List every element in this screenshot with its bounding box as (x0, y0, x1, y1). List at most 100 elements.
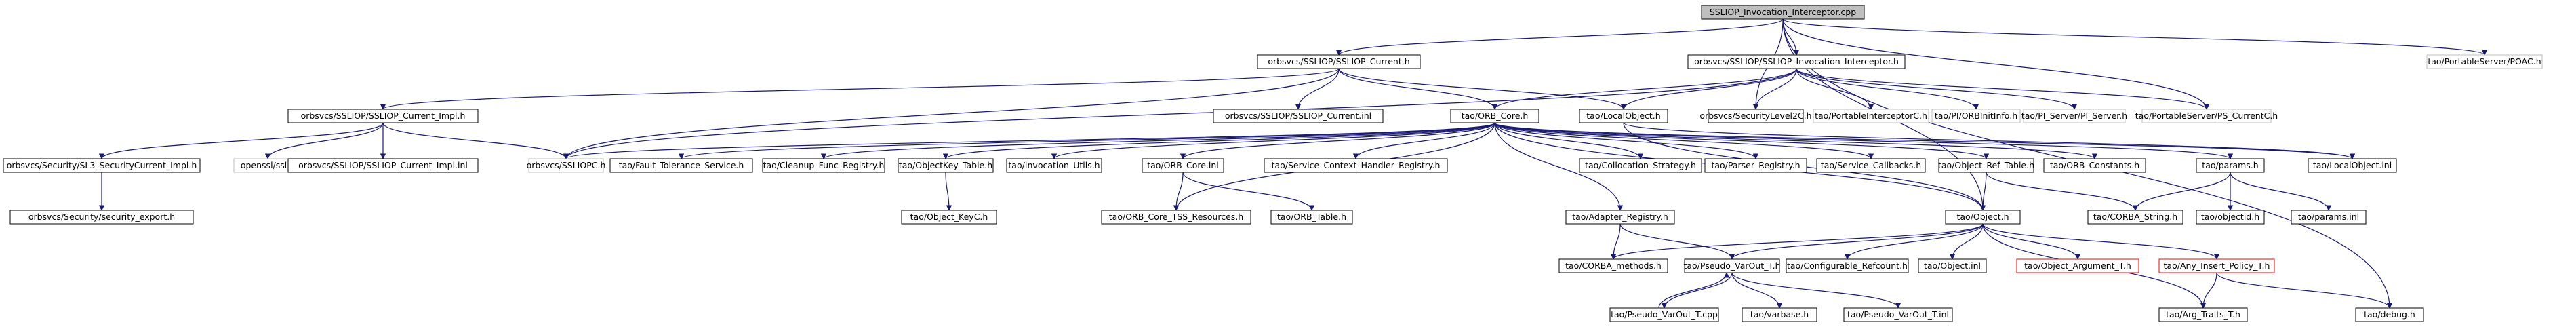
edge-cur_h-to-localobj (1338, 68, 1627, 110)
edge-cimpl_h-to-openssl (264, 122, 384, 159)
node-anyins[interactable]: tao/Any_Insert_Policy_T.h (2158, 258, 2275, 273)
node-cimpl_h[interactable]: orbsvcs/SSLIOP/SSLIOP_Current_Impl.h (287, 109, 479, 123)
node-objref[interactable]: tao/Object_Ref_Table.h (1938, 158, 2034, 173)
node-objarg[interactable]: tao/Object_Argument_T.h (2016, 258, 2139, 273)
edge-orb_core-to-orbconst (1494, 122, 2097, 159)
node-box (528, 158, 604, 173)
node-tss[interactable]: tao/ORB_Core_TSS_Resources.h (1101, 210, 1251, 225)
node-label: tao/Pseudo_VarOut_T.cpp (1611, 309, 1718, 320)
node-params_h[interactable]: tao/params.h (2196, 158, 2265, 173)
node-box (2426, 54, 2543, 69)
node-label: tao/Parser_Registry.h (1711, 160, 1800, 170)
node-cleanup[interactable]: tao/Cleanup_Func_Registry.h (762, 158, 885, 173)
node-varbase[interactable]: tao/varbase.h (1742, 307, 1817, 322)
node-label: tao/Object.inl (1924, 260, 1981, 271)
edge-adapter-to-pvo_h (1619, 223, 1735, 260)
node-colloc[interactable]: tao/Collocation_Strategy.h (1579, 158, 1702, 173)
node-ii_h[interactable]: orbsvcs/SSLIOP/SSLIOP_Invocation_Interce… (1687, 54, 1906, 69)
node-piserver[interactable]: tao/PI_Server/PI_Server.h (2021, 109, 2127, 123)
node-orbinit[interactable]: tao/PI/ORBInitInfo.h (1931, 109, 2021, 123)
node-parser[interactable]: tao/Parser_Registry.h (1704, 158, 1807, 173)
edge-orb_core-to-sslioc (563, 122, 1495, 159)
node-label: tao/params.h (2202, 160, 2258, 170)
node-objkey[interactable]: tao/ObjectKey_Table.h (898, 158, 994, 173)
node-box (1786, 258, 1909, 273)
node-cimpl_inl[interactable]: orbsvcs/SSLIOP/SSLIOP_Current_Impl.inl (287, 158, 479, 173)
node-box (2196, 210, 2265, 225)
node-corbameth[interactable]: tao/CORBA_methods.h (1558, 258, 1668, 273)
edge-object_h-to-confref (1844, 223, 1984, 260)
node-orb_core[interactable]: tao/ORB_Core.h (1450, 109, 1539, 123)
node-debug[interactable]: tao/debug.h (2355, 307, 2424, 322)
node-box (1579, 158, 1702, 173)
node-orbconst[interactable]: tao/ORB_Constants.h (2043, 158, 2146, 173)
node-label: tao/ObjectKey_Table.h (899, 160, 992, 170)
edge-adapter-to-corbameth (1610, 223, 1621, 260)
node-object_h[interactable]: tao/Object.h (1945, 210, 2021, 225)
node-ft[interactable]: tao/Fault_Tolerance_Service.h (609, 158, 753, 173)
node-box (1931, 109, 2021, 123)
node-openssl[interactable]: openssl/ssl.h (233, 158, 302, 173)
node-label: tao/objectid.h (2201, 212, 2259, 222)
edge-anyins-to-argtraits (2200, 272, 2217, 309)
edge-orbcore_inl-to-tss (1173, 172, 1184, 211)
node-box (1213, 109, 1384, 123)
node-orbtable[interactable]: tao/ORB_Table.h (1270, 210, 1353, 225)
node-pvo_inl[interactable]: tao/Pseudo_VarOut_T.inl (1843, 307, 1953, 322)
node-invutils[interactable]: tao/Invocation_Utils.h (1006, 158, 1102, 173)
node-poac[interactable]: tao/PortableServer/POAC.h (2426, 54, 2543, 69)
edge-ii_h-to-sslioc (563, 68, 1797, 159)
node-params_inl[interactable]: tao/params.inl (2291, 210, 2367, 225)
node-sl3[interactable]: orbsvcs/Security/SL3_SecurityCurrent_Imp… (3, 158, 201, 173)
node-box (1142, 158, 1224, 173)
node-secexp[interactable]: orbsvcs/Security/security_export.h (9, 210, 194, 225)
node-localobj[interactable]: tao/LocalObject.h (1579, 109, 1668, 123)
node-objectid[interactable]: tao/objectid.h (2196, 210, 2265, 225)
node-orbcore_inl[interactable]: tao/ORB_Core.inl (1142, 158, 1224, 173)
node-box (9, 210, 194, 225)
node-cur_inl[interactable]: orbsvcs/SSLIOP/SSLIOP_Current.inl (1213, 109, 1384, 123)
node-adapter[interactable]: tao/Adapter_Registry.h (1565, 210, 1675, 225)
node-pscur[interactable]: tao/PortableServer/PS_CurrentC.h (2135, 109, 2278, 123)
node-corbastr[interactable]: tao/CORBA_String.h (2087, 210, 2183, 225)
node-box (287, 109, 479, 123)
node-box (901, 210, 997, 225)
node-sch[interactable]: tao/Service_Context_Handler_Registry.h (1264, 158, 1448, 173)
node-box (1609, 307, 1719, 322)
node-box (2016, 258, 2139, 273)
node-argtraits[interactable]: tao/Arg_Traits_T.h (2158, 307, 2248, 322)
node-label: tao/ORB_Core.inl (1147, 160, 1219, 170)
node-localobj_inl[interactable]: tao/LocalObject.inl (2308, 158, 2397, 173)
node-svccb[interactable]: tao/Service_Callbacks.h (1816, 158, 1926, 173)
edge-object_h-to-pvo_h (1729, 223, 1984, 260)
edge-ii_h-to-pic (1796, 68, 1874, 110)
node-sslioc[interactable]: orbsvcs/SSLIOPC.h (527, 158, 606, 173)
node-objkeyc[interactable]: tao/Object_KeyC.h (901, 210, 997, 225)
node-pvo_cpp[interactable]: tao/Pseudo_VarOut_T.cpp (1609, 307, 1719, 322)
node-box (609, 158, 753, 173)
edge-root-to-cur_h (1335, 18, 1784, 56)
node-box (2158, 307, 2248, 322)
edge-orb_core-to-adapter (1494, 122, 1624, 211)
edge-pvo_h-to-varbase (1731, 272, 1783, 309)
node-box (1257, 54, 1421, 69)
node-object_inl[interactable]: tao/Object.inl (1918, 258, 1987, 273)
node-seclvl2[interactable]: orbsvcs/SecurityLevel2C.h (1699, 109, 1812, 123)
node-label: tao/Cleanup_Func_Registry.h (763, 160, 885, 170)
node-root[interactable]: SSLIOP_Invocation_Interceptor.cpp (1701, 5, 1865, 20)
node-label: tao/Arg_Traits_T.h (2166, 309, 2240, 320)
edge-cur_h-to-cimpl_h (380, 68, 1340, 110)
node-cur_h[interactable]: orbsvcs/SSLIOP/SSLIOP_Current.h (1257, 54, 1421, 69)
node-pvo_h[interactable]: tao/Pseudo_VarOut_T.h (1683, 258, 1781, 273)
node-confref[interactable]: tao/Configurable_Refcount.h (1786, 258, 1909, 273)
edge-ii_h-to-localobj (1620, 68, 1797, 110)
edge-orb_core-to-objref (1494, 122, 1989, 159)
edge-cimpl_h-to-sl3 (98, 122, 384, 159)
node-box (2308, 158, 2397, 173)
node-box (2141, 109, 2272, 123)
node-box (2023, 109, 2126, 123)
node-box (762, 158, 885, 173)
node-box (2355, 307, 2424, 322)
node-pic[interactable]: tao/PortableInterceptorC.h (1813, 109, 1929, 123)
node-box (1708, 109, 1804, 123)
